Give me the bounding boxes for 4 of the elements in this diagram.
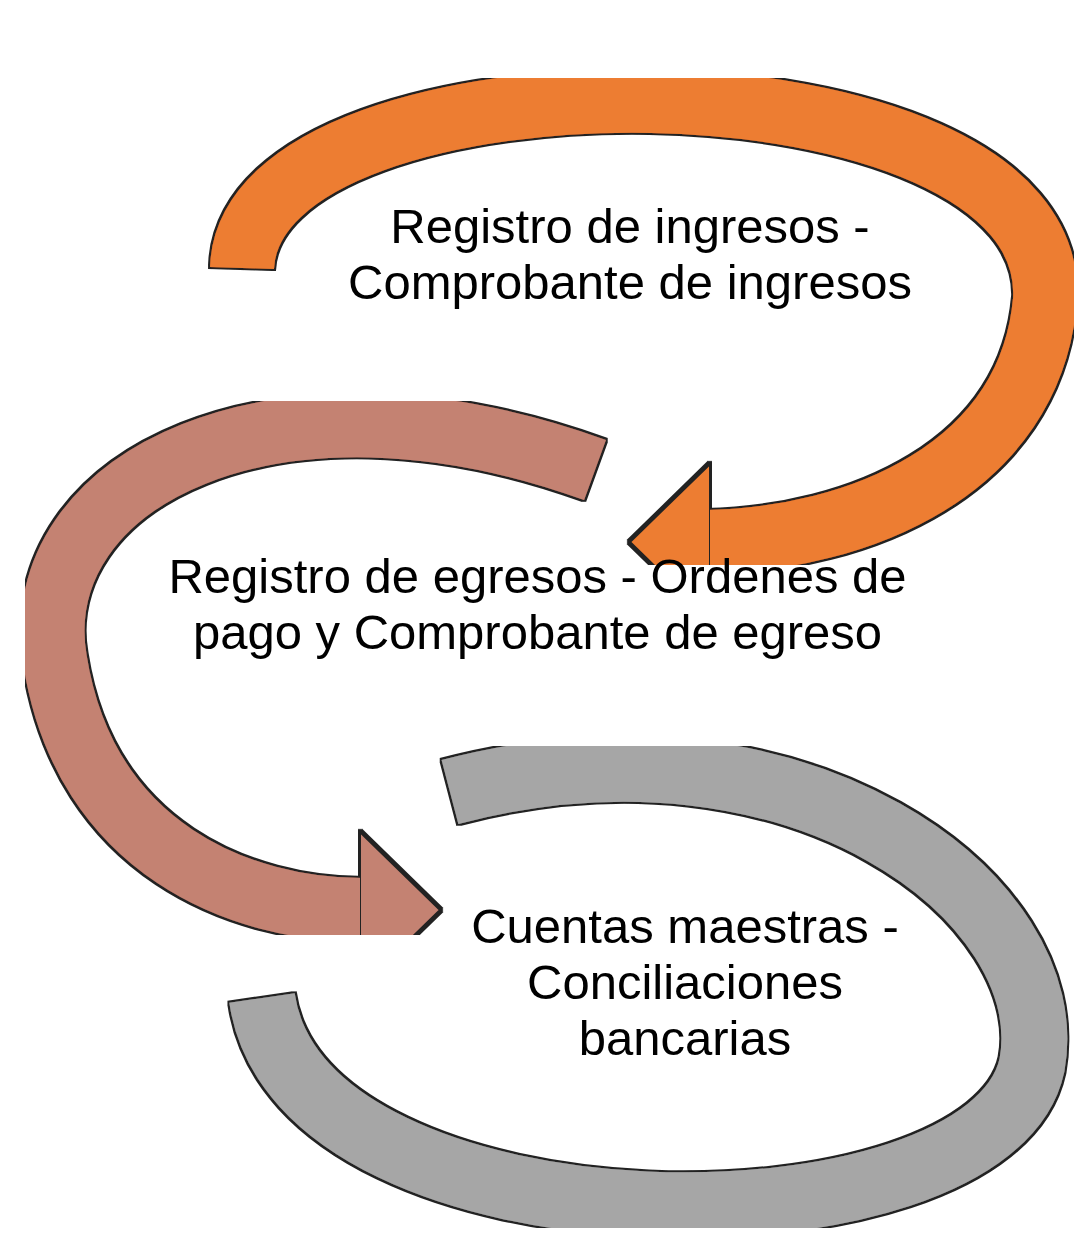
step-text: Registro de ingresos - Comprobante de ingresos — [242, 198, 1018, 310]
curved-arrow — [210, 68, 1074, 622]
step-text: Registro de egresos - Ordenes de pago y Comprobante de egreso — [165, 548, 910, 660]
step-text: Cuentas maestras - Conciliaciones bancarias — [440, 898, 930, 1066]
